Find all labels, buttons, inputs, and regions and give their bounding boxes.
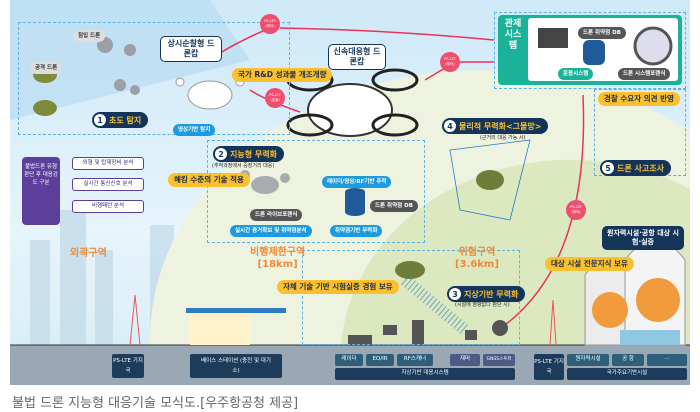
- ps-lte-control-bubble: PS-LTE(제어): [260, 14, 280, 34]
- threat-level-judgment: 불법드론 유형 판단 후 대응강도 구분: [22, 157, 60, 225]
- sensor-jammer: 재머: [450, 354, 480, 366]
- step-number: 3: [449, 288, 461, 300]
- danger-zone-label: 위험구역[3.6km]: [455, 247, 499, 270]
- ps-lte-base-station-2: PS-LTE 기지국: [534, 354, 564, 380]
- facility-test-callout: 원자력시설·공항 대상 시험·실증: [602, 226, 684, 250]
- rapid-dronecop-callout: 신속대응형 드론캅: [328, 44, 386, 70]
- national-infrastructure: 국가주요기반시설: [567, 368, 687, 380]
- ground-response-system: 지상기반 대응시스템: [335, 368, 515, 380]
- ps-lte-control-bubble: PS-LTE(제어): [566, 200, 586, 220]
- live-forensic-label: 드론 라이브포렌식: [250, 209, 303, 221]
- facility-expertise-label: 대상 시설 전문지식 보유: [545, 257, 634, 271]
- tracking-label: 레이더/영상/RF기반 추적: [322, 176, 392, 188]
- step-4-note: (근거리 대응 가능 시): [480, 135, 526, 141]
- step-label: 초도 탐지: [109, 115, 142, 125]
- step-3-note: (시설에 영향없다 판단 시): [455, 302, 510, 308]
- restricted-zone-label: 비행제한구역[18km]: [250, 247, 306, 270]
- step-number: 4: [444, 120, 456, 132]
- step-label: 물리적 무력화<그물망>: [459, 121, 542, 131]
- facility-airport: 공 항: [612, 354, 644, 366]
- step-label: 지능형 무력화: [230, 149, 277, 159]
- base-station-label: 베이스 스테이션 (충전 및 대기소): [190, 354, 282, 378]
- step-number: 1: [94, 114, 106, 126]
- image-caption: 불법 드론 지능형 대응기술 모식도.[우주항공청 제공]: [12, 396, 299, 411]
- vulnerability-neutralize-label: 취약점기반 무력화: [330, 225, 383, 237]
- step-number: 5: [602, 162, 614, 174]
- analysis-item: 외형 및 탑재장비 분석: [72, 157, 144, 170]
- police-feedback-label: 경찰 수요자 의견 반영: [598, 92, 680, 106]
- patrol-dronecop-callout: 상시순찰형 드론캅: [160, 36, 222, 62]
- own-tech-label: 자체 기술 기반 시험실증 경험 보유: [277, 280, 399, 294]
- step-2-note: (추적과정에서 중장거리 대응): [212, 163, 275, 169]
- operating-system-label: 운용시스템: [558, 68, 594, 80]
- image-based-detection: 영상기반 탐지: [173, 124, 216, 136]
- zone-intelligent-neutralization: [207, 140, 425, 243]
- control-system-content: 드론 취약점 DB 운용시스템 드론 시스템포렌식: [528, 18, 678, 81]
- ps-lte-control-bubble: PS-LTE(제어): [440, 52, 460, 72]
- evidence-analysis-label: 실시간 증거확보 및 취약점분석: [230, 225, 312, 237]
- attack-drone-label: 공격 드론: [30, 62, 63, 74]
- facility-nuclear: 원자력시설: [567, 354, 609, 366]
- sensor-eo-ir: EO/IR: [366, 354, 394, 366]
- step-label: 지상기반 무력화: [464, 289, 519, 299]
- national-rnd-label: 국가 R&D 성과물 개조개량: [232, 68, 333, 82]
- hacking-tech-label: 해킹 수준의 기술 적용: [168, 173, 250, 187]
- facility-more: ···: [647, 354, 687, 366]
- vulnerability-db-label: 드론 취약점 DB: [370, 200, 418, 212]
- analysis-item: 비행패턴 분석: [72, 200, 144, 213]
- control-db-label: 드론 취약점 DB: [578, 27, 626, 39]
- ps-lte-call-bubble: PS-LTE(호출): [265, 88, 285, 108]
- operator-and-magnifier-icon: [538, 26, 673, 66]
- sensor-radar: 레이더: [335, 354, 363, 366]
- control-system-panel: 관제시스템 드론 취약점 DB 운용시스템 드론 시스템포렌식: [498, 15, 682, 85]
- intruder-drone-label: 침입 드론: [73, 30, 106, 42]
- step-number: 2: [215, 148, 227, 160]
- control-system-title: 관제시스템: [504, 19, 522, 51]
- ps-lte-base-station-1: PS-LTE 기지국: [112, 354, 144, 378]
- step-label: 드론 사고조사: [617, 163, 664, 173]
- zone-control-system: [494, 12, 686, 89]
- system-forensic-label: 드론 시스템포렌식: [618, 68, 671, 80]
- analysis-item: 실시간 통신신호 분석: [72, 178, 144, 191]
- sensor-rf-scanner: RF스캐너: [397, 354, 433, 366]
- outer-zone-label: 외곽구역: [70, 248, 107, 259]
- sensor-gnss-spoofer: GNSS스푸퍼: [483, 354, 515, 366]
